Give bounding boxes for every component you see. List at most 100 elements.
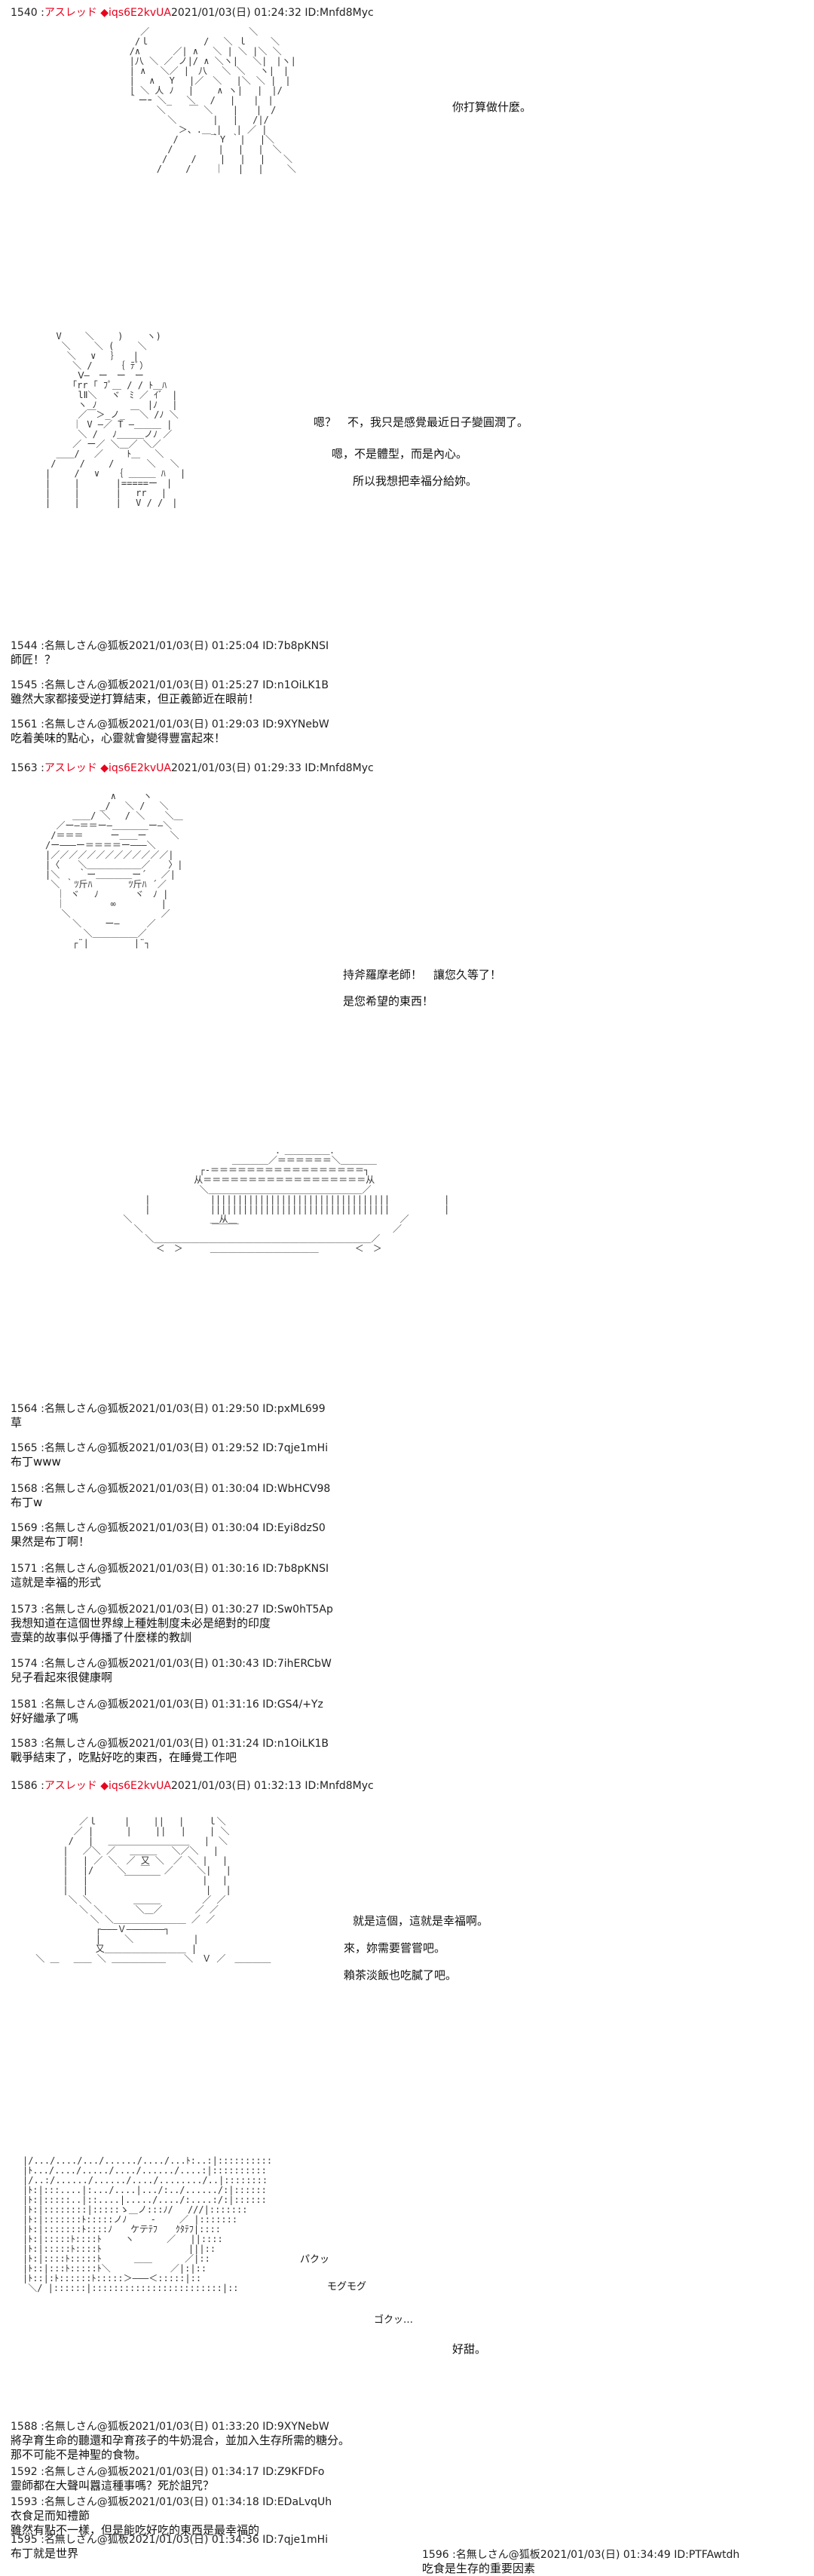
separator: :	[41, 1442, 44, 1454]
separator: :	[41, 7, 44, 19]
separator: :	[41, 2534, 44, 2546]
post-number: 1588	[11, 2421, 38, 2433]
post-number: 1561	[11, 718, 38, 731]
post-1565: 1565 :名無しさん@狐板2021/01/03(日) 01:29:52 ID:…	[11, 1441, 328, 1469]
post-meta: 2021/01/03(日) 01:30:43 ID:7ihERCbW	[128, 1658, 332, 1670]
separator: :	[41, 1522, 44, 1534]
post-meta: 2021/01/03(日) 01:25:27 ID:n1OiLK1B	[128, 679, 329, 691]
post-meta: 2021/01/03(日) 01:24:32 ID:Mnfd8Myc	[170, 7, 374, 19]
separator: :	[41, 1483, 44, 1495]
post-header: 1588 :名無しさん@狐板2021/01/03(日) 01:33:20 ID:…	[11, 2420, 350, 2434]
post-number: 1583	[11, 1738, 38, 1750]
separator: :	[41, 1403, 44, 1415]
poster-name: 名無しさん@狐板	[44, 2421, 129, 2433]
post-header: 1581 :名無しさん@狐板2021/01/03(日) 01:31:16 ID:…	[11, 1698, 323, 1711]
post-1545: 1545 :名無しさん@狐板2021/01/03(日) 01:25:27 ID:…	[11, 678, 329, 706]
separator: :	[41, 1563, 44, 1575]
post-body: 兒子看起來很健康啊	[11, 1671, 113, 1684]
poster-name: 名無しさん@狐板	[455, 2549, 540, 2561]
post-header: 1568 :名無しさん@狐板2021/01/03(日) 01:30:04 ID:…	[11, 1482, 330, 1496]
post-meta: 2021/01/03(日) 01:29:52 ID:7qje1mHi	[128, 1442, 329, 1454]
poster-name: 名無しさん@狐板	[44, 1563, 129, 1575]
post-header: 1564 :名無しさん@狐板2021/01/03(日) 01:29:50 ID:…	[11, 1402, 326, 1416]
poster-name: 名無しさん@狐板	[44, 1403, 129, 1415]
post-1571: 1571 :名無しさん@狐板2021/01/03(日) 01:30:16 ID:…	[11, 1562, 329, 1590]
post-header: 1583 :名無しさん@狐板2021/01/03(日) 01:31:24 ID:…	[11, 1737, 329, 1751]
dialog-line: 嗯，不是體型，而是內心。	[332, 447, 468, 461]
dialog-line: 是您希望的東西！	[343, 994, 434, 1008]
post-body: 衣食足而知禮節 雖然有點不一樣，但是能吃好吃的東西是最幸福的	[11, 2509, 260, 2537]
separator: :	[41, 2496, 44, 2508]
post-body: 師匠！？	[11, 653, 57, 666]
post-body: 我想知道在這個世界線上種姓制度未必是絕對的印度 壹葉的故事似乎傳播了什麼樣的教訓	[11, 1616, 271, 1644]
separator: :	[41, 718, 44, 731]
separator: :	[41, 2466, 44, 2478]
poster-name: 名無しさん@狐板	[44, 1698, 129, 1711]
post-number: 1545	[11, 679, 38, 691]
separator: :	[41, 679, 44, 691]
ascii-art-figure-4: ／ｌ | || | ｌ＼ ／ | | || | | ＼ / | ＿＿＿＿＿＿＿＿…	[35, 1817, 271, 1964]
post-1569: 1569 :名無しさん@狐板2021/01/03(日) 01:30:04 ID:…	[11, 1521, 326, 1549]
poster-name: 名無しさん@狐板	[44, 2534, 129, 2546]
poster-name: 名無しさん@狐板	[44, 718, 129, 731]
post-meta: 2021/01/03(日) 01:34:18 ID:EDaLvqUh	[128, 2496, 332, 2508]
post-1586: 1586 :アスレッド ◆iqs6E2kvUA2021/01/03(日) 01:…	[11, 1779, 374, 1793]
post-1588: 1588 :名無しさん@狐板2021/01/03(日) 01:33:20 ID:…	[11, 2420, 350, 2462]
post-header: 1596 :名無しさん@狐板2021/01/03(日) 01:34:49 ID:…	[422, 2548, 739, 2562]
post-number: 1571	[11, 1563, 38, 1575]
ascii-art-figure-3: ∧ ヽ _/ ＼ / ＼ ＿＿/ ＼ / ＼ ＼＿ ／ー―＝＝ー―＿＿＿＿ー―＼…	[45, 792, 183, 948]
poster-trip: ◆iqs6E2kvUA	[100, 762, 171, 774]
post-meta: 2021/01/03(日) 01:31:24 ID:n1OiLK1B	[128, 1738, 329, 1750]
dialog-sfx: モグモグ	[327, 2281, 367, 2293]
post-header: 1595 :名無しさん@狐板2021/01/03(日) 01:34:36 ID:…	[11, 2533, 328, 2547]
post-number: 1586	[11, 1780, 38, 1792]
post-header: 1592 :名無しさん@狐板2021/01/03(日) 01:34:17 ID:…	[11, 2465, 324, 2479]
poster-name: 名無しさん@狐板	[44, 1483, 129, 1495]
separator: :	[452, 2549, 456, 2561]
post-body: 將孕育生命的聽還和孕育孩子的牛奶混合，並加入生存所需的糖分。 那不可能不是神聖的…	[11, 2434, 350, 2461]
post-meta: 2021/01/03(日) 01:30:16 ID:7b8pKNSI	[128, 1563, 329, 1575]
poster-trip: ◆iqs6E2kvUA	[100, 1780, 171, 1792]
post-1583: 1583 :名無しさん@狐板2021/01/03(日) 01:31:24 ID:…	[11, 1737, 329, 1765]
post-1593: 1593 :名無しさん@狐板2021/01/03(日) 01:34:18 ID:…	[11, 2495, 332, 2538]
ascii-art-figure-2: V ＼ ) ￣ヽ) ＼ ＼ ( ＼ ＼ ∨ ｝ | ＼ / ｛ ﾃﾞ） Ⅴ― ー…	[45, 332, 186, 508]
post-1544: 1544 :名無しさん@狐板2021/01/03(日) 01:25:04 ID:…	[11, 639, 329, 667]
dialog-line: 就是這個，這就是幸福啊。	[353, 1914, 489, 1928]
post-header: 1561 :名無しさん@狐板2021/01/03(日) 01:29:03 ID:…	[11, 718, 329, 731]
post-header: 1545 :名無しさん@狐板2021/01/03(日) 01:25:27 ID:…	[11, 678, 329, 692]
post-header: 1571 :名無しさん@狐板2021/01/03(日) 01:30:16 ID:…	[11, 1562, 329, 1576]
post-header: 1540 :アスレッド ◆iqs6E2kvUA2021/01/03(日) 01:…	[11, 6, 374, 20]
poster-name: 名無しさん@狐板	[44, 1522, 129, 1534]
poster-name: アスレッド	[44, 762, 97, 774]
post-body: 吃着美味的點心，心靈就會變得豐富起來！	[11, 731, 226, 745]
separator: :	[41, 1780, 44, 1792]
post-meta: 2021/01/03(日) 01:34:49 ID:PTFAwtdh	[540, 2549, 740, 2561]
poster-trip: ◆iqs6E2kvUA	[100, 7, 171, 19]
post-body: 果然是布丁啊！	[11, 1535, 90, 1548]
dialog-line: 嗯？ 不，我只是感覺最近日子變圓潤了。	[314, 415, 529, 429]
separator: :	[41, 640, 44, 652]
poster-name: 名無しさん@狐板	[44, 1442, 129, 1454]
post-number: 1568	[11, 1483, 38, 1495]
dialog-line: 持斧羅摩老師！ 讓您久等了！	[343, 968, 502, 982]
post-1564: 1564 :名無しさん@狐板2021/01/03(日) 01:29:50 ID:…	[11, 1402, 326, 1430]
separator: :	[41, 1738, 44, 1750]
post-body: 布丁www	[11, 1455, 61, 1469]
post-number: 1581	[11, 1698, 38, 1711]
post-meta: 2021/01/03(日) 01:34:17 ID:Z9KFDFo	[128, 2466, 325, 2478]
post-meta: 2021/01/03(日) 01:30:27 ID:Sw0hT5Ap	[128, 1603, 333, 1616]
post-meta: 2021/01/03(日) 01:33:20 ID:9XYNebW	[128, 2421, 329, 2433]
post-header: 1563 :アスレッド ◆iqs6E2kvUA2021/01/03(日) 01:…	[11, 761, 374, 775]
post-body: 這就是幸福的形式	[11, 1576, 102, 1589]
post-meta: 2021/01/03(日) 01:29:03 ID:9XYNebW	[128, 718, 329, 731]
post-number: 1564	[11, 1403, 38, 1415]
ascii-art-figure-1: ／ ￣￣￣￣￣＼ /ｌ / ＼ ｌ ＼ /∧ ／| ∧ ＼ | ＼ |＼ ＼ |…	[129, 27, 296, 174]
post-header: 1586 :アスレッド ◆iqs6E2kvUA2021/01/03(日) 01:…	[11, 1779, 374, 1793]
post-header: 1544 :名無しさん@狐板2021/01/03(日) 01:25:04 ID:…	[11, 639, 329, 653]
poster-name: アスレッド	[44, 7, 97, 19]
dialog-line: 所以我想把幸福分給妳。	[353, 474, 478, 488]
poster-name: 名無しさん@狐板	[44, 2466, 129, 2478]
post-number: 1592	[11, 2466, 38, 2478]
post-meta: 2021/01/03(日) 01:30:04 ID:Eyi8dzS0	[128, 1522, 326, 1534]
post-header: 1565 :名無しさん@狐板2021/01/03(日) 01:29:52 ID:…	[11, 1441, 328, 1455]
